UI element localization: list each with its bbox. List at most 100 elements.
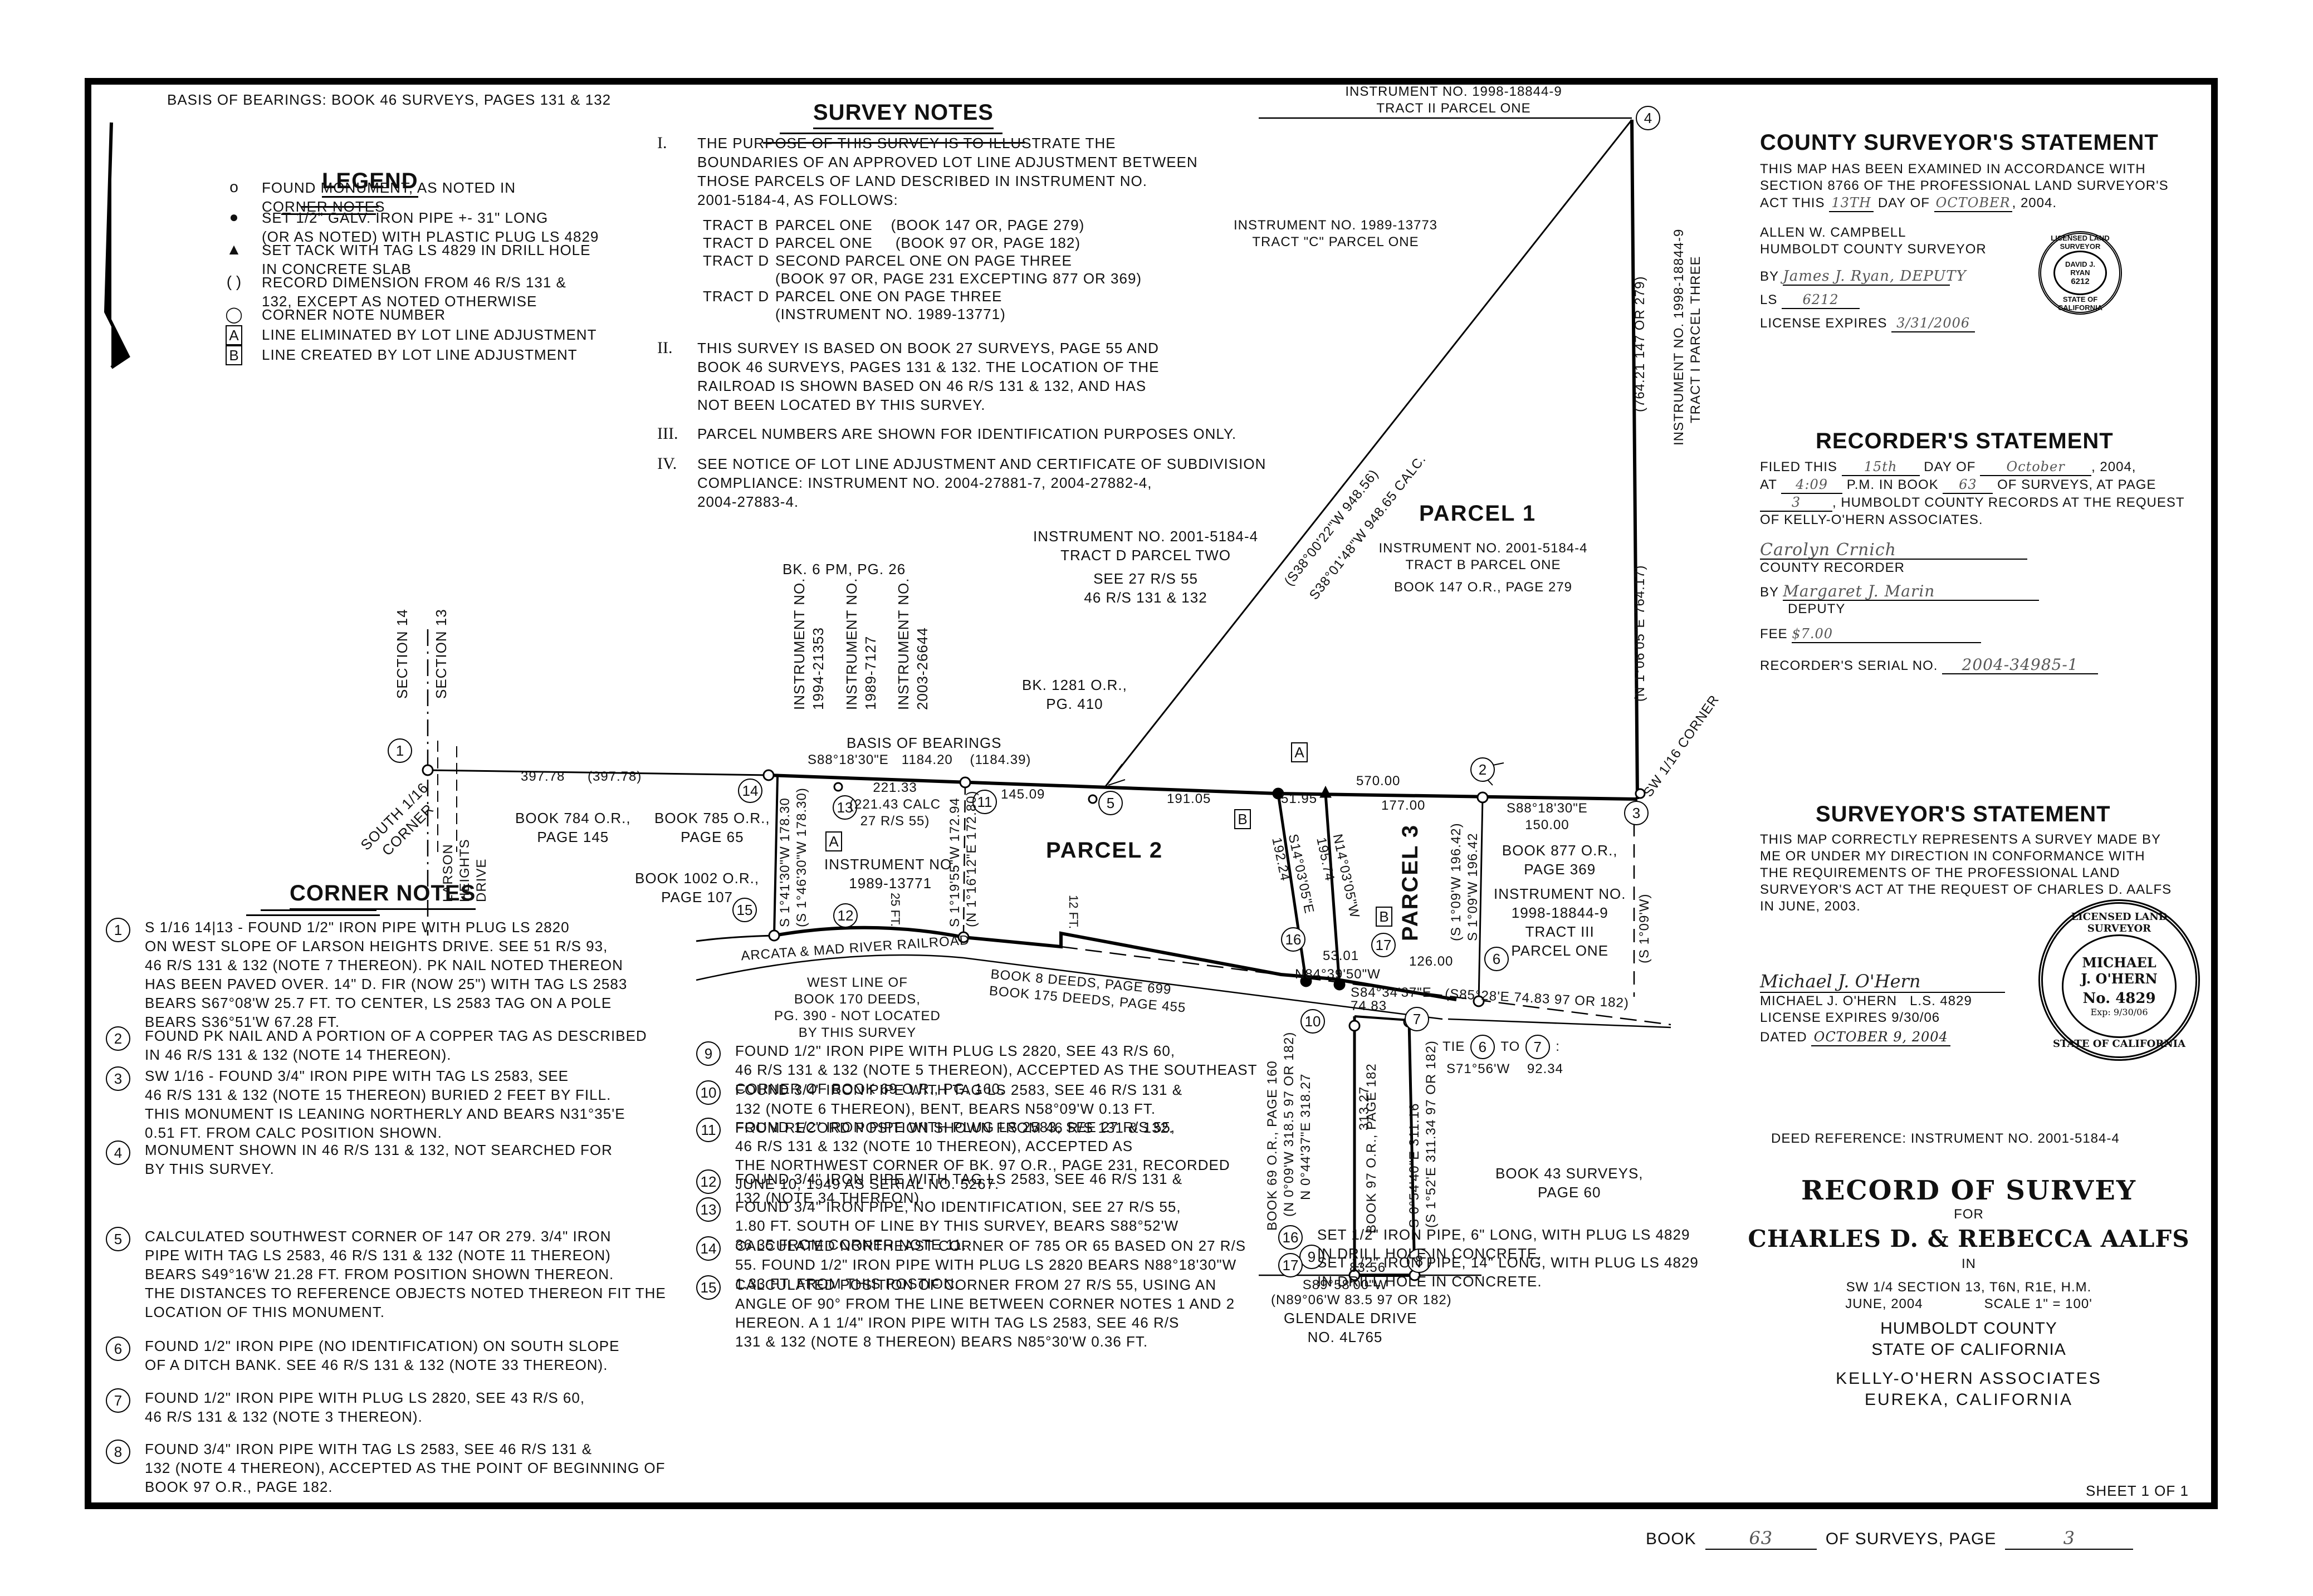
line-created-b-marker-2: B (1376, 907, 1392, 927)
corner-marker-17: 17 (1371, 933, 1396, 957)
open-circle-icon: o (229, 178, 238, 195)
label-bk6pm: BK. 6 PM, PG. 26 (783, 561, 906, 577)
bearing-8-9: S89°58'00"W (1302, 1277, 1388, 1293)
parcel-3-label: PARCEL 3 (1398, 824, 1422, 941)
label-west-line-book-170: WEST LINE OF BOOK 170 DEEDS, PG. 390 - N… (774, 975, 941, 1040)
survey-note-1: I. THE PURPOSE OF THIS SURVEY IS TO ILLU… (657, 134, 1198, 322)
label-bearing-n1-06: (N 1°06'05"E 764.17) (1632, 565, 1647, 702)
legend-item-corner-note-number: ◯ CORNER NOTE NUMBER (223, 305, 446, 324)
corner-marker-7: 7 (1405, 1007, 1429, 1031)
label-instrument-1989-13771: INSTRUMENT NO.1989-13771 (824, 856, 957, 892)
corner-marker-14: 14 (738, 779, 762, 803)
distance-221-33: 221.33 (221.43 CALC 27 R/S 55) (849, 780, 941, 829)
label-12-ft: 12 FT. (1067, 895, 1080, 929)
legend-item-line-eliminated: A LINE ELIMINATED BY LOT LINE ADJUSTMENT (223, 325, 596, 345)
legend-item-found-monument: o FOUND MONUMENT, AS NOTED IN CORNER NOT… (223, 178, 516, 216)
act-month-field: OCTOBER (1934, 194, 2012, 212)
basis-of-bearings-label: BASIS OF BEARINGS (847, 735, 1002, 751)
corner-marker-8: 8 (1407, 1249, 1431, 1273)
line-eliminated-a-marker-2: A (1291, 742, 1308, 762)
deed-reference: DEED REFERENCE: INSTRUMENT NO. 2001-5184… (1771, 1131, 2120, 1146)
label-instrument-1989-13773: INSTRUMENT NO. 1989-13773 TRACT "C" PARC… (1234, 218, 1438, 249)
distance-570-00: 570.00 (1356, 773, 1401, 789)
recorder-serial-field: 2004-34985-1 (1942, 657, 2099, 674)
bearing-n84: N84°39'50"W (1295, 967, 1381, 982)
basis-of-bearings-note: BASIS OF BEARINGS: BOOK 46 SURVEYS, PAGE… (167, 91, 612, 108)
corner-notes-title: CORNER NOTES (290, 881, 476, 910)
footer-page-field: 3 (2005, 1528, 2134, 1550)
label-book-97: BOOK 97 O.R., PAGE 182 (1364, 1063, 1379, 1233)
filed-time-field: 4:09 (1781, 476, 1843, 494)
fee-field: $7.00 (1792, 625, 1982, 643)
distance-191-05: 191.05 (1167, 791, 1211, 806)
label-record-764-21: (764.21 147 OR 279) (1632, 276, 1647, 412)
corner-marker-16: 16 (1281, 927, 1305, 952)
dated-field: OCTOBER 9, 2004 (1811, 1029, 1951, 1046)
label-instrument-1998-right: INSTRUMENT NO. 1998-18844-9 TRACT I PARC… (1671, 228, 1703, 445)
corner-marker-4: 4 (1636, 106, 1660, 130)
label-instrument-2003-26644: INSTRUMENT NO.2003-26644 (895, 577, 931, 710)
label-book-69: BOOK 69 O.R., PAGE 160 (1265, 1060, 1280, 1231)
bearing-11-12: S 1°19'55"W 172.94(N 1°16'12"E 172.80) (947, 790, 979, 927)
survey-note-2: II. THIS SURVEY IS BASED ON BOOK 27 SURV… (657, 339, 1160, 413)
tie-6-to-7: TIE 6 TO 7 : (1442, 1035, 1560, 1059)
basis-of-bearings-value: S88°18'30"E 1184.20 (1184.39) (808, 752, 1031, 767)
label-book-43-surveys: BOOK 43 SURVEYS,PAGE 60 (1495, 1165, 1644, 1201)
corner-marker-12: 12 (833, 903, 858, 928)
line-eliminated-a-marker: A (825, 831, 842, 851)
distance-53-01: 53.01 (1323, 948, 1360, 963)
survey-sheet-border (85, 78, 2218, 1509)
filed-page-field: 3 (1760, 494, 1832, 512)
recorder-statement: RECORDER'S STATEMENT FILED THIS 15th DAY… (1760, 429, 2185, 674)
bearing-9-10: (N 0°09'W 318.5 97 OR 182)N 0°44'37"E 31… (1282, 1031, 1313, 1217)
label-book-1002: BOOK 1002 O.R.,PAGE 107 (635, 870, 760, 905)
bearing-7-8: S 0°54'40"E 311.16(S 1°52'E 311.34 97 OR… (1407, 1040, 1439, 1228)
county-surveyor-signature: James J. Ryan, DEPUTY (1783, 268, 1967, 286)
corner-marker-9: 9 (1299, 1245, 1324, 1269)
title-block: RECORD OF SURVEY FOR CHARLES D. & REBECC… (1727, 1175, 2211, 1411)
bearing-s1-09-record: (S 1°09'W) (1637, 893, 1652, 963)
distance-126-00: 126.00 (1409, 954, 1454, 969)
box-a-icon: A (226, 325, 242, 345)
filed-day-field: 15th (1841, 458, 1920, 476)
act-day-field: 13TH (1829, 194, 1874, 212)
parcel-1-label: PARCEL 1 (1419, 501, 1537, 526)
corner-marker-15: 15 (732, 898, 757, 922)
filled-circle-icon: ● (229, 208, 239, 226)
bearing-14-15: S 1°41'30"W 178.30(S 1°46'30"W 178.30) (777, 787, 809, 927)
ls-number-field: 6212 (1782, 291, 1860, 309)
legend-item-set-pipe: ● SET 1/2" GALV. IRON PIPE +- 31" LONG (… (223, 208, 599, 246)
distance-145-09: 145.09 (1001, 787, 1045, 802)
corner-marker-10: 10 (1300, 1009, 1325, 1034)
distance-51-95: 51.95 (1281, 791, 1318, 806)
legend-item-line-created: B LINE CREATED BY LOT LINE ADJUSTMENT (223, 345, 578, 365)
parcel-2-label: PARCEL 2 (1046, 838, 1163, 863)
survey-note-4: IV. SEE NOTICE OF LOT LINE ADJUSTMENT AN… (657, 454, 1266, 510)
sheet-number: SHEET 1 OF 1 (2086, 1482, 2189, 1499)
label-section-14: SECTION 14 (394, 609, 410, 699)
county-surveyor-seal: LICENSED LAND SURVEYOR DAVID J. RYAN 621… (2038, 231, 2122, 315)
deputy-recorder-signature: Margaret J. Marin (1783, 583, 2040, 601)
license-expires-field: 3/31/2006 (1891, 315, 1975, 332)
corner-marker-1: 1 (388, 738, 412, 763)
corner-marker-3: 3 (1624, 801, 1649, 825)
tie-bearing: S71°56'W 92.34 (1446, 1061, 1563, 1076)
corner-marker-tie-7: 7 (1525, 1035, 1551, 1059)
distance-397-78: 397.78 (521, 769, 565, 784)
label-book-877: BOOK 877 O.R.,PAGE 369 INSTRUMENT NO. 19… (1494, 842, 1626, 959)
record-of-survey-title: RECORD OF SURVEY (1801, 1175, 2137, 1206)
distance-177-00: 177.00 (1381, 798, 1426, 813)
label-book-784: BOOK 784 O.R.,PAGE 145 (515, 810, 631, 845)
surveyor-seal: LICENSED LAND SURVEYOR MICHAEL J. O'HERN… (2038, 899, 2200, 1061)
surveyor-statement: SURVEYOR'S STATEMENT THIS MAP CORRECTLY … (1760, 802, 2206, 1046)
county-recorder-signature: Carolyn Crnich (1760, 542, 2027, 560)
